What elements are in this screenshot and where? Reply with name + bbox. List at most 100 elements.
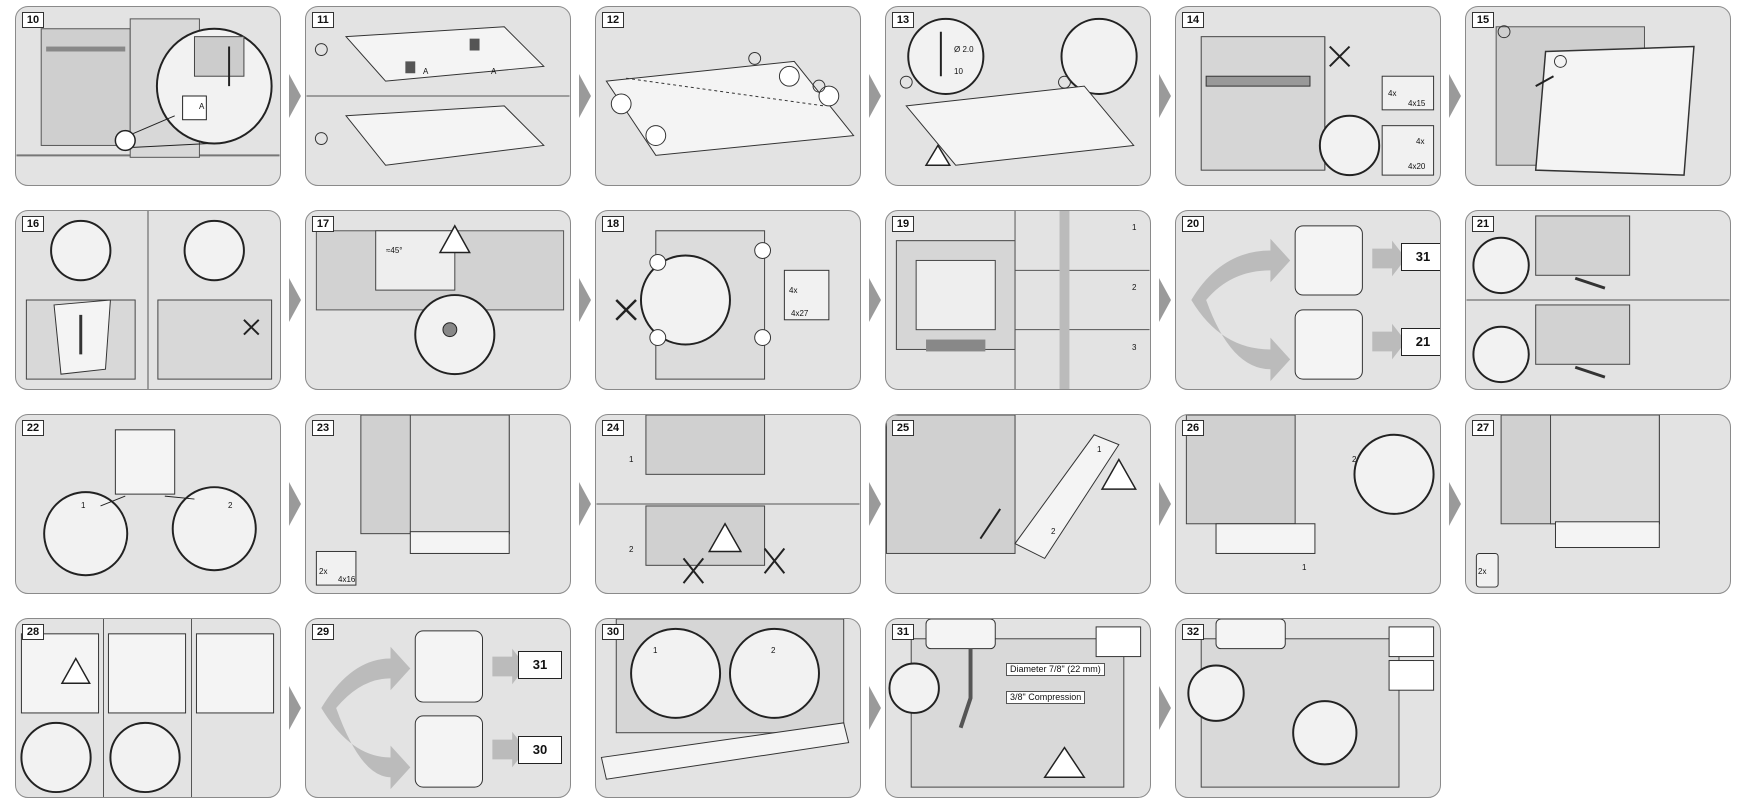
circled-label: 2: [228, 501, 233, 510]
next-arrow-icon: [1159, 686, 1171, 730]
step-panel-21: 21: [1465, 210, 1731, 390]
goto-step-box: 31: [1401, 243, 1440, 271]
label-a: A: [491, 67, 497, 76]
step-number: 20: [1182, 216, 1204, 232]
trim-secure-illustration: [1475, 415, 1660, 588]
circled-label: 1: [1302, 563, 1307, 572]
drain-diameter-label: Diameter 7/8" (22 mm): [1006, 663, 1105, 676]
door-angle-check-illustration: [315, 224, 565, 376]
next-arrow-icon: [289, 482, 301, 526]
step-panel-19: 19 1 2 3: [885, 210, 1151, 390]
step-number: 31: [892, 624, 914, 640]
step-panel-32: 32: [1175, 618, 1441, 798]
door-panel-mount-illustration: [1495, 25, 1695, 176]
circled-label: 1: [653, 646, 658, 655]
step-number: 30: [602, 624, 624, 640]
label-a: A: [199, 102, 205, 111]
base-trim-alignment-illustration: [596, 415, 860, 584]
next-arrow-icon: [579, 74, 591, 118]
step-number: 25: [892, 420, 914, 436]
goto-step-box: 31: [518, 651, 562, 679]
trim-clip-illustration: [600, 619, 850, 780]
next-arrow-icon: [869, 482, 881, 526]
screw-size: 4x16: [338, 575, 356, 584]
next-arrow-icon: [579, 278, 591, 322]
next-arrow-icon: [1159, 278, 1171, 322]
next-arrow-icon: [289, 74, 301, 118]
step-panel-28: 28: [15, 618, 281, 798]
cabinet-leveling-illustration: [16, 18, 280, 158]
step-number: 29: [312, 624, 334, 640]
screw-qty: 4x: [1416, 137, 1425, 146]
goto-step-box: 21: [1401, 328, 1440, 356]
step-number: 10: [22, 12, 44, 28]
electrical-connection-illustration: [1187, 619, 1435, 788]
step-number: 26: [1182, 420, 1204, 436]
step-panel-11: 11 A A: [305, 6, 571, 186]
step-number: 27: [1472, 420, 1494, 436]
drill-holes-illustration: [899, 17, 1138, 166]
mounting-rail-illustration: [1200, 36, 1435, 177]
step-panel-29: 29 31 30: [305, 618, 571, 798]
step-panel-31: 31 Diameter 7/8" (22 mm) 3/8" Compressio…: [885, 618, 1151, 798]
branch-choice-illustration-2: [321, 630, 527, 790]
step-number: 16: [22, 216, 44, 232]
next-arrow-icon: [1449, 482, 1461, 526]
side-fixing-screws-illustration: [615, 230, 830, 380]
step-number: 23: [312, 420, 334, 436]
step-panel-30: 30 1 2: [595, 618, 861, 798]
step-panel-17: 17 ≈45°: [305, 210, 571, 390]
step-number: 14: [1182, 12, 1204, 28]
foot-adjust-illustration: [43, 429, 257, 577]
base-trim-screws-illustration: [315, 415, 510, 586]
step-number: 11: [312, 12, 334, 28]
step-number: 21: [1472, 216, 1494, 232]
circled-label: 2: [629, 545, 634, 554]
next-arrow-icon: [579, 482, 591, 526]
door-tension-adjust-illustration: [25, 211, 273, 389]
circled-label: 1: [1132, 223, 1137, 232]
screw-size: 4x20: [1408, 162, 1426, 171]
water-connection-illustration: [888, 619, 1142, 788]
next-arrow-icon: [869, 278, 881, 322]
next-arrow-icon: [289, 686, 301, 730]
hole-diameter: Ø 2.0: [954, 45, 974, 54]
step-panel-14: 14 4x 4x15 4x 4x20: [1175, 6, 1441, 186]
circled-label: 2: [771, 646, 776, 655]
step-panel-26: 26 2 1: [1175, 414, 1441, 594]
step-panel-13: 13 Ø 2.0 10: [885, 6, 1151, 186]
step-number: 32: [1182, 624, 1204, 640]
step-number: 22: [22, 420, 44, 436]
template-positioning-illustration: [605, 51, 855, 156]
clip-qty: 2x: [1478, 567, 1487, 576]
step-panel-20: 20 31 21: [1175, 210, 1441, 390]
water-inlet-label: 3/8" Compression: [1006, 691, 1086, 704]
step-panel-22: 22 1 2: [15, 414, 281, 594]
trim-attach-illustration: [1185, 415, 1435, 554]
screw-qty: 2x: [319, 567, 328, 576]
step-panel-27: 27 2x: [1465, 414, 1731, 594]
step-panel-16: 16: [15, 210, 281, 390]
step-number: 15: [1472, 12, 1494, 28]
step-panel-23: 23 2x 4x16: [305, 414, 571, 594]
panel-template-illustration: [306, 26, 570, 166]
circled-label: 1: [1097, 445, 1102, 454]
step-number: 17: [312, 216, 334, 232]
protection-strip-illustration: [895, 211, 1150, 389]
screw-size: 4x27: [791, 309, 809, 318]
step-panel-15: 15: [1465, 6, 1731, 186]
step-number: 18: [602, 216, 624, 232]
label-a: A: [423, 67, 429, 76]
step-panel-25: 25 1 2: [885, 414, 1151, 594]
door-angle: ≈45°: [386, 246, 403, 255]
screw-qty: 4x: [789, 286, 798, 295]
circled-label: 1: [629, 455, 634, 464]
goto-step-box: 30: [518, 736, 562, 764]
next-arrow-icon: [1159, 482, 1171, 526]
step-number: 28: [22, 624, 44, 640]
circled-label: 2: [1352, 455, 1357, 464]
next-arrow-icon: [869, 686, 881, 730]
step-panel-10: 10 A: [15, 6, 281, 186]
circled-label: 3: [1132, 343, 1137, 352]
